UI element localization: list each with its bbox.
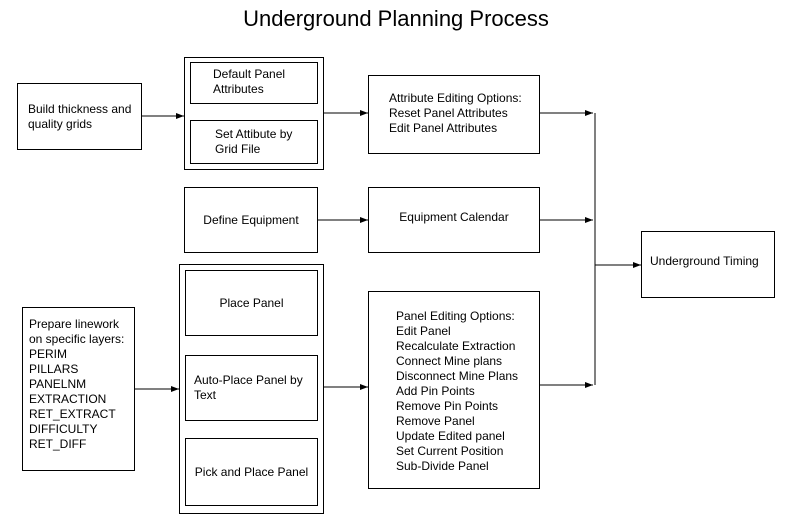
build-grids-box: Build thickness and quality grids (17, 83, 142, 150)
default-panel-attributes-box: Default Panel Attributes (190, 62, 318, 104)
set-attribute-by-grid-file-label: Set Attibute by Grid File (215, 127, 293, 156)
equipment-calendar-box: Equipment Calendar (368, 187, 540, 253)
define-equipment-label: Define Equipment (203, 212, 299, 227)
layer-item: PILLARS (29, 362, 79, 376)
set-attribute-by-grid-file-box: Set Attibute by Grid File (190, 120, 318, 164)
panel-editing-item: Remove Pin Points (396, 399, 499, 413)
panel-editing-heading: Panel Editing Options: (396, 309, 515, 323)
panel-editing-item: Connect Mine plans (396, 354, 503, 368)
layer-item: PERIM (29, 347, 68, 361)
panel-editing-box: Panel Editing Options: Edit Panel Recalc… (368, 291, 540, 489)
panel-editing-item: Set Current Position (396, 444, 504, 458)
auto-place-panel-label: Auto-Place Panel by Text (194, 373, 303, 402)
build-grids-label: Build thickness and quality grids (28, 101, 132, 131)
prepare-linework-box: Prepare linework on specific layers: PER… (22, 307, 135, 471)
layer-item: RET_EXTRACT (29, 407, 116, 421)
layer-item: PANELNM (29, 377, 87, 391)
define-equipment-box: Define Equipment (184, 187, 318, 253)
attribute-editing-box: Attribute Editing Options: Reset Panel A… (368, 75, 540, 154)
panel-editing-item: Remove Panel (396, 414, 475, 428)
layer-item: DIFFICULTY (29, 422, 98, 436)
prepare-linework-heading: Prepare linework on specific layers: (29, 317, 125, 346)
pick-and-place-panel-box: Pick and Place Panel (185, 438, 318, 506)
auto-place-panel-box: Auto-Place Panel by Text (185, 355, 318, 421)
panel-editing-item: Add Pin Points (396, 384, 475, 398)
panel-editing-item: Update Edited panel (396, 429, 505, 443)
place-panel-box: Place Panel (185, 270, 318, 336)
layer-item: EXTRACTION (29, 392, 107, 406)
attribute-editing-item: Edit Panel Attributes (389, 121, 498, 135)
place-panel-label: Place Panel (219, 295, 284, 310)
panel-editing-item: Sub-Divide Panel (396, 459, 489, 473)
pick-and-place-panel-label: Pick and Place Panel (194, 464, 309, 479)
layer-item: RET_DIFF (29, 437, 87, 451)
underground-timing-label: Underground Timing (650, 254, 759, 268)
diagram-title: Underground Planning Process (243, 6, 549, 31)
panel-placement-group-box: Place Panel Auto-Place Panel by Text Pic… (179, 264, 324, 514)
default-panel-attributes-label: Default Panel Attributes (213, 67, 286, 96)
panel-editing-item: Disconnect Mine Plans (396, 369, 519, 383)
attribute-editing-item: Reset Panel Attributes (389, 106, 508, 120)
panel-editing-item: Recalculate Extraction (396, 339, 516, 353)
attribute-group-box: Default Panel Attributes Set Attibute by… (184, 57, 324, 170)
underground-timing-box: Underground Timing (641, 231, 775, 298)
attribute-editing-heading: Attribute Editing Options: (389, 91, 522, 105)
panel-editing-item: Edit Panel (396, 324, 451, 338)
equipment-calendar-label: Equipment Calendar (399, 209, 509, 224)
